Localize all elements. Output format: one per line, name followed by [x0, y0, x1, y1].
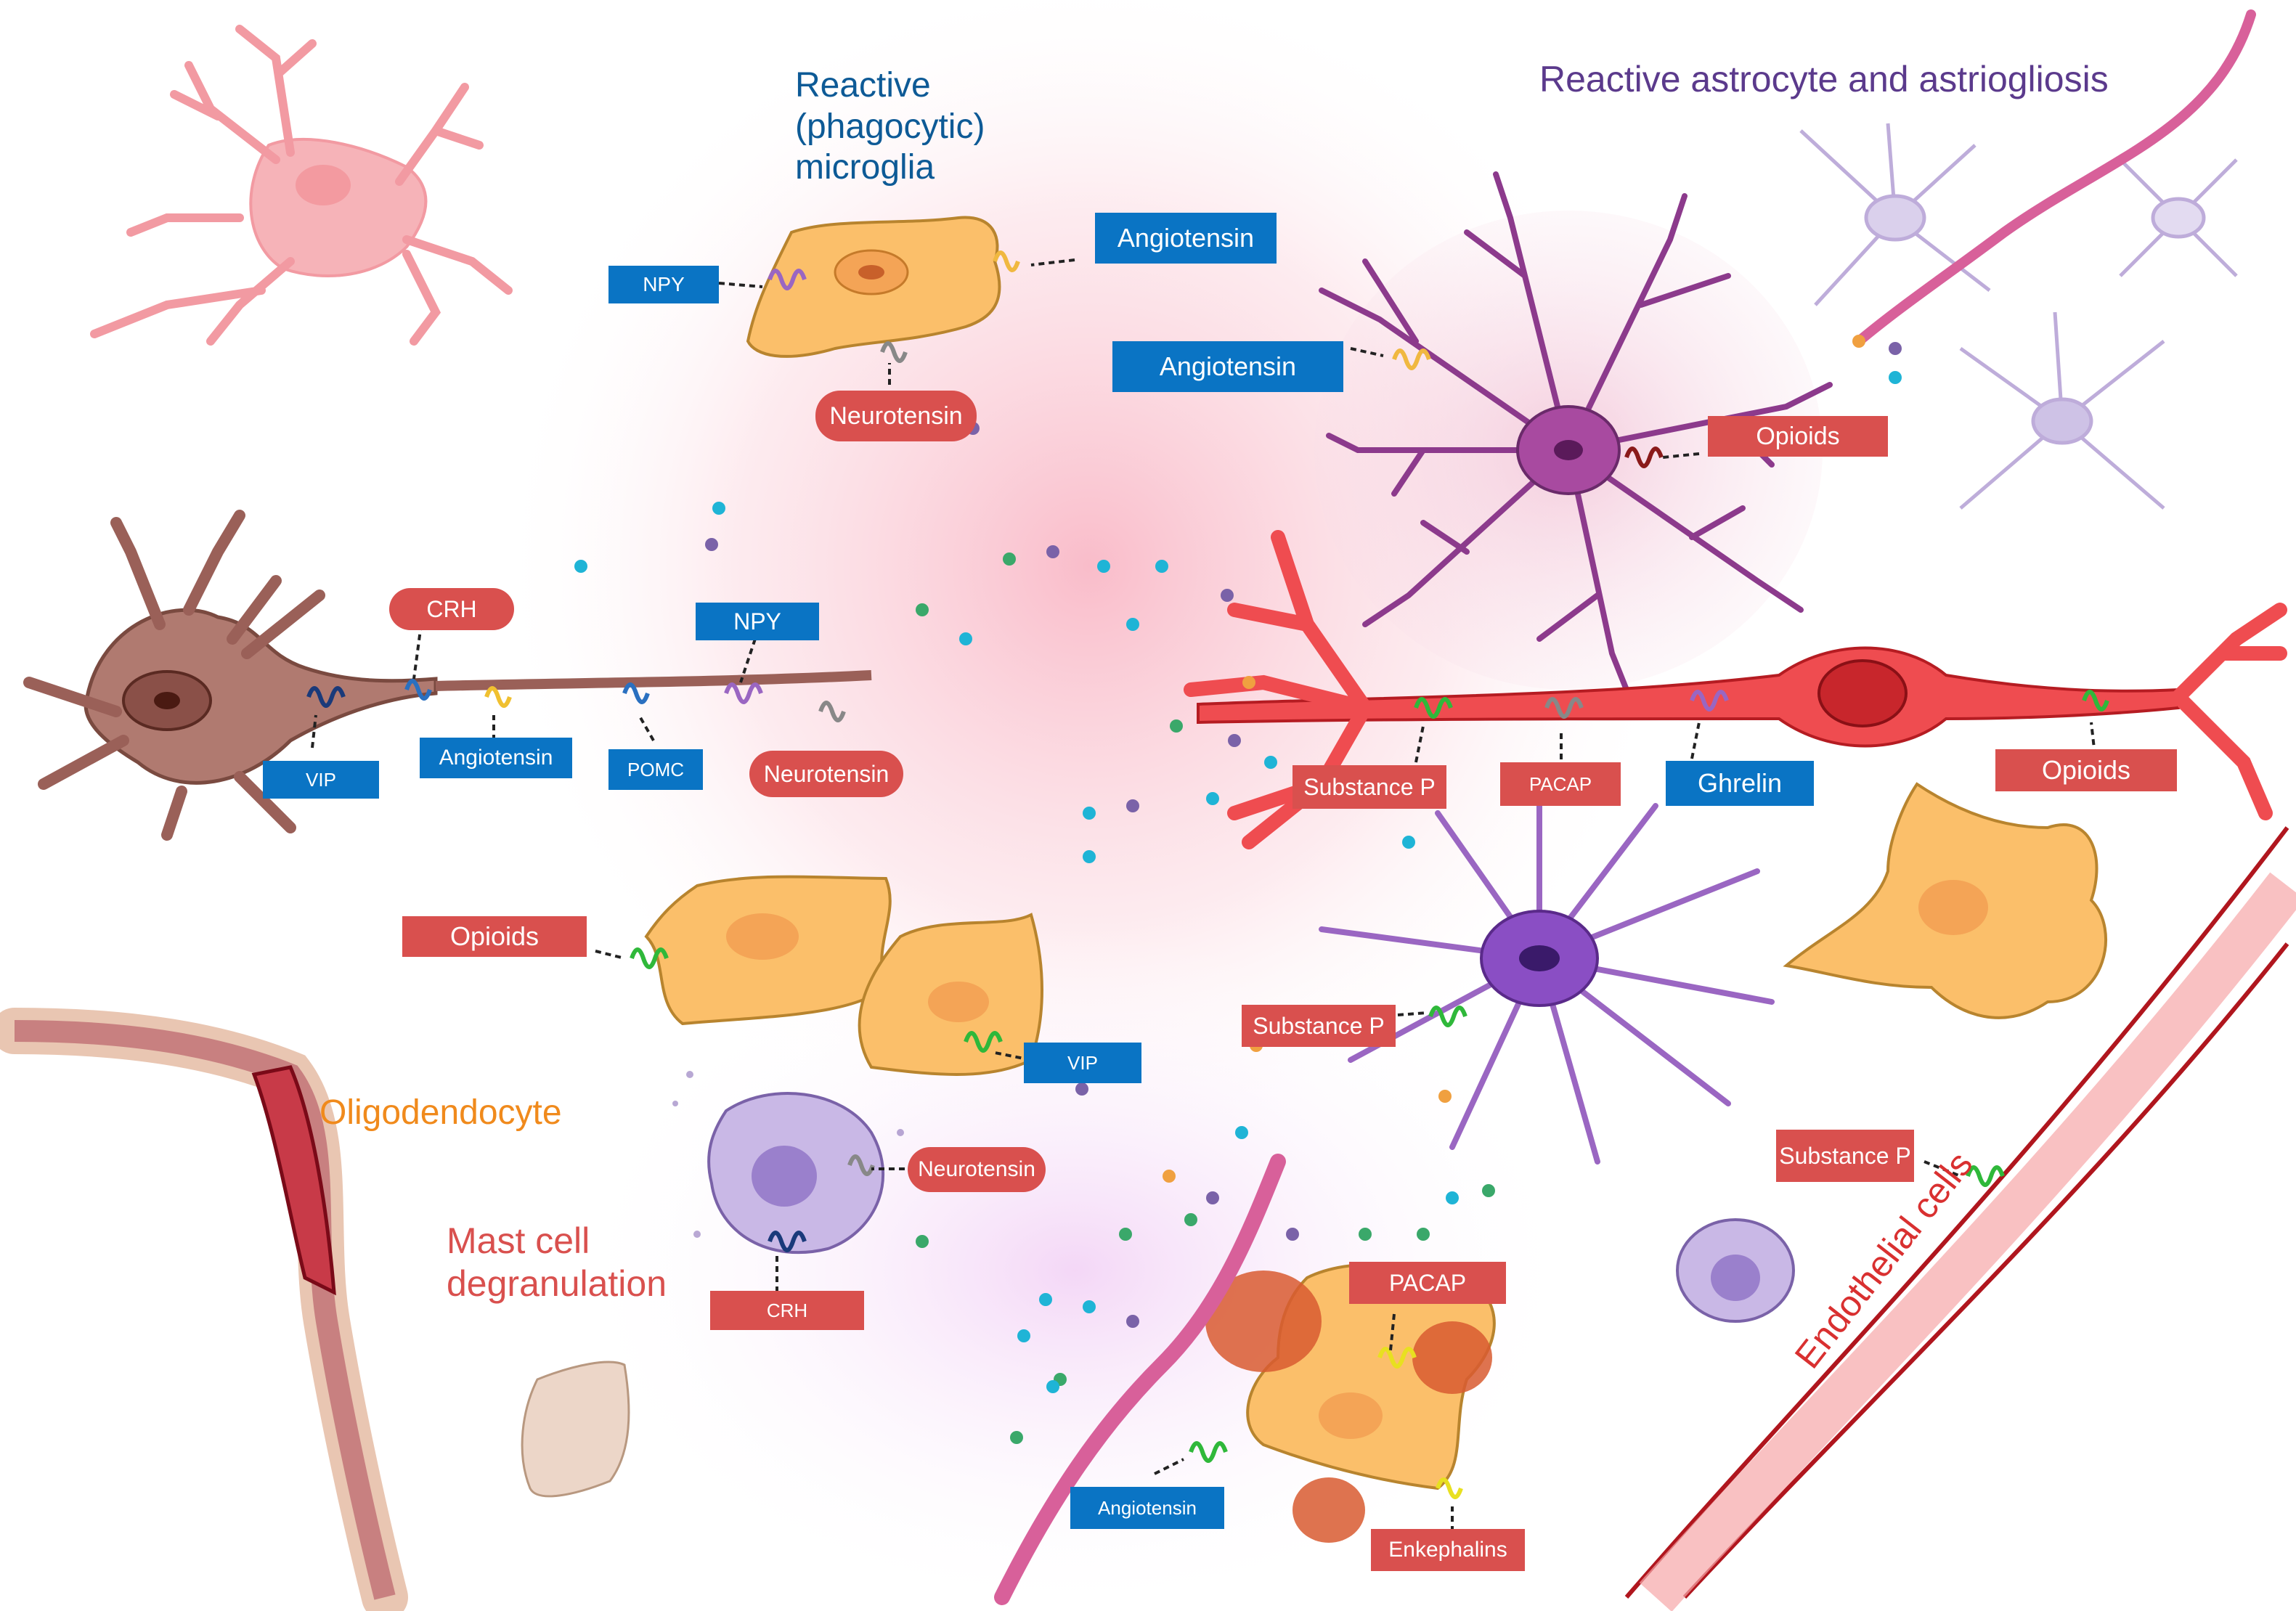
reactive-microglia-cell	[746, 216, 1001, 358]
receptor-green-substancep	[1414, 697, 1453, 719]
label-pomc-axon: POMC	[608, 749, 703, 790]
receptor-green-opioids-cells	[630, 947, 669, 969]
receptor-blue-pomc	[622, 682, 650, 704]
receptor-purple-microglia	[768, 269, 807, 290]
receptor-darkred-astro	[1624, 446, 1664, 468]
label-npy-microglia: NPY	[608, 266, 719, 303]
label-opioids-cells: Opioids	[402, 916, 587, 957]
receptor-green-substancep-astro	[1428, 1006, 1467, 1027]
orange-glia-right	[1783, 782, 2107, 1019]
receptor-yellow-angio	[484, 686, 512, 708]
mast-cell	[672, 1071, 918, 1255]
label-ghrelin-neuron: Ghrelin	[1666, 761, 1814, 806]
label-npy-axon: NPY	[696, 603, 819, 640]
label-angiotensin-astro: Angiotensin	[1112, 341, 1343, 392]
label-substance-p-endo: Substance P	[1776, 1130, 1914, 1182]
label-crh-axon: CRH	[389, 588, 514, 630]
receptor-yellow-pacap	[1377, 1347, 1417, 1369]
resting-glia-top-left	[90, 25, 513, 346]
label-enkephalins-bottom: Enkephalins	[1371, 1529, 1525, 1571]
label-opioids-astro: Opioids	[1708, 416, 1888, 457]
label-angiotensin-axon: Angiotensin	[420, 738, 572, 778]
oligodendrocyte	[0, 1008, 408, 1611]
label-substance-p-astro: Substance P	[1242, 1005, 1396, 1047]
mast-cell-right	[1676, 1218, 1795, 1323]
receptor-blue-crh	[404, 679, 432, 701]
receptor-green-vip	[964, 1031, 1003, 1053]
neuropeptide-particles	[574, 335, 1902, 1444]
receptor-yellow-enk	[1436, 1477, 1463, 1499]
microglia-with-plaques	[1205, 1263, 1496, 1543]
label-pacap-bottom: PACAP	[1349, 1262, 1506, 1304]
mast-cell-title: Mast cell degranulation	[447, 1220, 667, 1304]
oligodendrocyte-title: Oligodendocyte	[319, 1093, 562, 1132]
label-vip-axon: VIP	[263, 761, 379, 799]
label-angiotensin-microglia: Angiotensin	[1095, 213, 1277, 264]
receptor-purple-ghrelin	[1690, 690, 1729, 711]
label-angiotensin-bottom: Angiotensin	[1070, 1487, 1224, 1529]
receptor-grey-pacap	[1544, 697, 1584, 719]
astrocyte-title: Reactive astrocyte and astriogliosis	[1539, 59, 2109, 99]
receptor-grey-mast	[847, 1154, 875, 1176]
label-opioids-neuron: Opioids	[1995, 749, 2177, 791]
receptor-purple-npy	[724, 682, 763, 704]
label-neurotensin-axon: Neurotensin	[749, 751, 903, 797]
orange-cells-pair	[644, 875, 1043, 1076]
endothelial-vessel	[1624, 826, 2296, 1611]
receptor-icons	[306, 250, 2109, 1499]
receptor-green-angio-bottom	[1189, 1441, 1228, 1463]
microglia-title: Reactive (phagocytic) microglia	[795, 66, 985, 187]
receptor-yellow-microglia	[993, 250, 1020, 272]
receptor-grey-neurotensin	[818, 701, 846, 722]
label-vip-cells: VIP	[1024, 1043, 1141, 1083]
receptor-navy-vip	[306, 686, 346, 708]
reactive-astrocyte	[1314, 171, 1833, 693]
blood-vessel-bottom	[994, 1154, 1286, 1605]
brown-neuron	[23, 510, 872, 841]
binding-arrows	[311, 258, 2096, 1532]
receptor-green-endo	[1966, 1165, 2005, 1187]
purple-neuron	[1319, 781, 1775, 1165]
receptor-yellow-astro	[1392, 348, 1431, 370]
label-substance-p-neuron: Substance P	[1292, 765, 1446, 809]
receptor-green-opioids	[2082, 690, 2109, 711]
label-neurotensin-mast: Neurotensin	[908, 1147, 1046, 1192]
blood-vessel-top-right	[1854, 9, 2256, 346]
label-crh-mast: CRH	[710, 1291, 864, 1330]
astrogliosis-cluster	[1799, 123, 2238, 510]
receptor-navy-crh-mast	[768, 1231, 807, 1252]
receptor-grey-microglia	[880, 341, 908, 363]
label-pacap-neuron: PACAP	[1500, 762, 1621, 806]
resting-cell-beige	[521, 1361, 630, 1498]
label-neurotensin-microglia: Neurotensin	[815, 391, 977, 441]
